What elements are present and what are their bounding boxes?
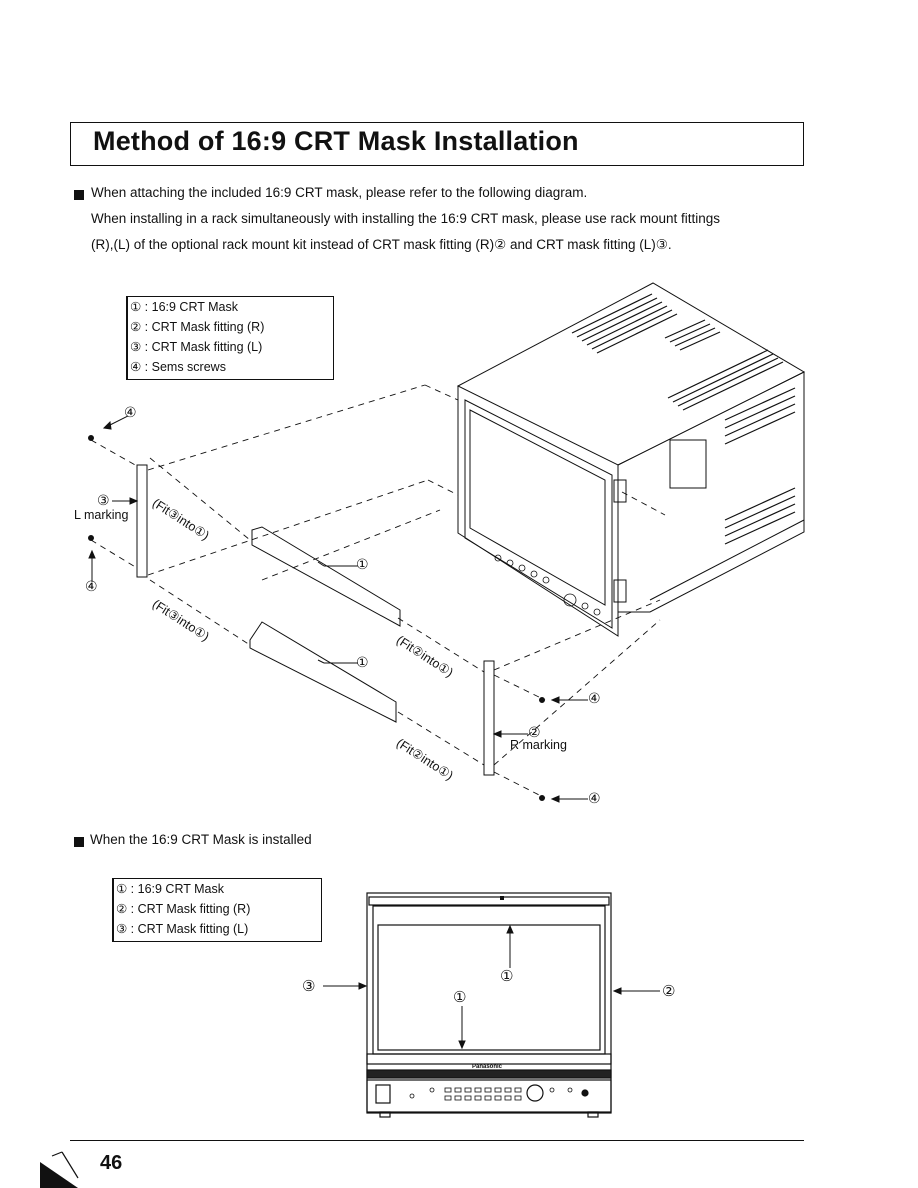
square-bullet-icon <box>74 190 84 200</box>
intro-line-3: (R),(L) of the optional rack mount kit i… <box>91 237 672 252</box>
legend-item: ② : CRT Mask fitting (R) <box>116 902 251 916</box>
label-n2: ② <box>528 724 541 740</box>
monitor-front-drawing <box>366 892 612 1114</box>
label-n4: ④ <box>124 404 137 420</box>
footer-rule <box>70 1140 804 1141</box>
legend-item: ① : 16:9 CRT Mask <box>130 300 239 314</box>
screw-icon <box>88 435 94 441</box>
indicator-icon <box>500 896 504 900</box>
r-fitting-drawing <box>483 660 495 776</box>
label-n1: ① <box>500 968 514 985</box>
mask-lower-drawing <box>249 621 397 723</box>
monitor-drawing <box>456 282 806 637</box>
label-n4: ④ <box>588 690 601 706</box>
legend-item: ① : 16:9 CRT Mask <box>116 882 225 896</box>
intro-line-1: When attaching the included 16:9 CRT mas… <box>91 185 588 200</box>
intro-line-2: When installing in a rack simultaneously… <box>91 211 721 226</box>
label-n3: ③ <box>97 492 110 508</box>
legend-top: ① : 16:9 CRT Mask ② : CRT Mask fitting (… <box>126 296 334 380</box>
label-n2: ② <box>662 983 676 1000</box>
label-n1: ① <box>356 556 369 572</box>
brand-logo: Panasonic <box>472 1064 503 1070</box>
label-n4: ④ <box>588 790 601 806</box>
square-bullet-icon <box>74 837 84 847</box>
legend-item: ③ : CRT Mask fitting (L) <box>116 922 249 936</box>
label-n1: ① <box>356 654 369 670</box>
label-r-marking: R marking <box>510 738 567 752</box>
screw-icon <box>88 535 94 541</box>
screw-icon <box>539 697 545 703</box>
legend-item: ② : CRT Mask fitting (R) <box>130 320 265 334</box>
page-number: 46 <box>100 1152 123 1174</box>
label-n3: ③ <box>302 978 316 995</box>
label-n1: ① <box>453 989 467 1006</box>
legend-item: ④ : Sems screws <box>130 360 226 374</box>
installed-heading: When the 16:9 CRT Mask is installed <box>90 832 312 847</box>
label-l-marking: L marking <box>74 508 129 522</box>
l-fitting-drawing <box>136 464 148 578</box>
title-box: Method of 16:9 CRT Mask Installation <box>70 122 804 166</box>
page-title: Method of 16:9 CRT Mask Installation <box>93 126 579 156</box>
legend-item: ③ : CRT Mask fitting (L) <box>130 340 263 354</box>
screw-icon <box>539 795 545 801</box>
mask-upper-drawing <box>251 526 401 627</box>
legend-bottom: ① : 16:9 CRT Mask ② : CRT Mask fitting (… <box>112 878 322 942</box>
label-n4: ④ <box>85 578 98 594</box>
